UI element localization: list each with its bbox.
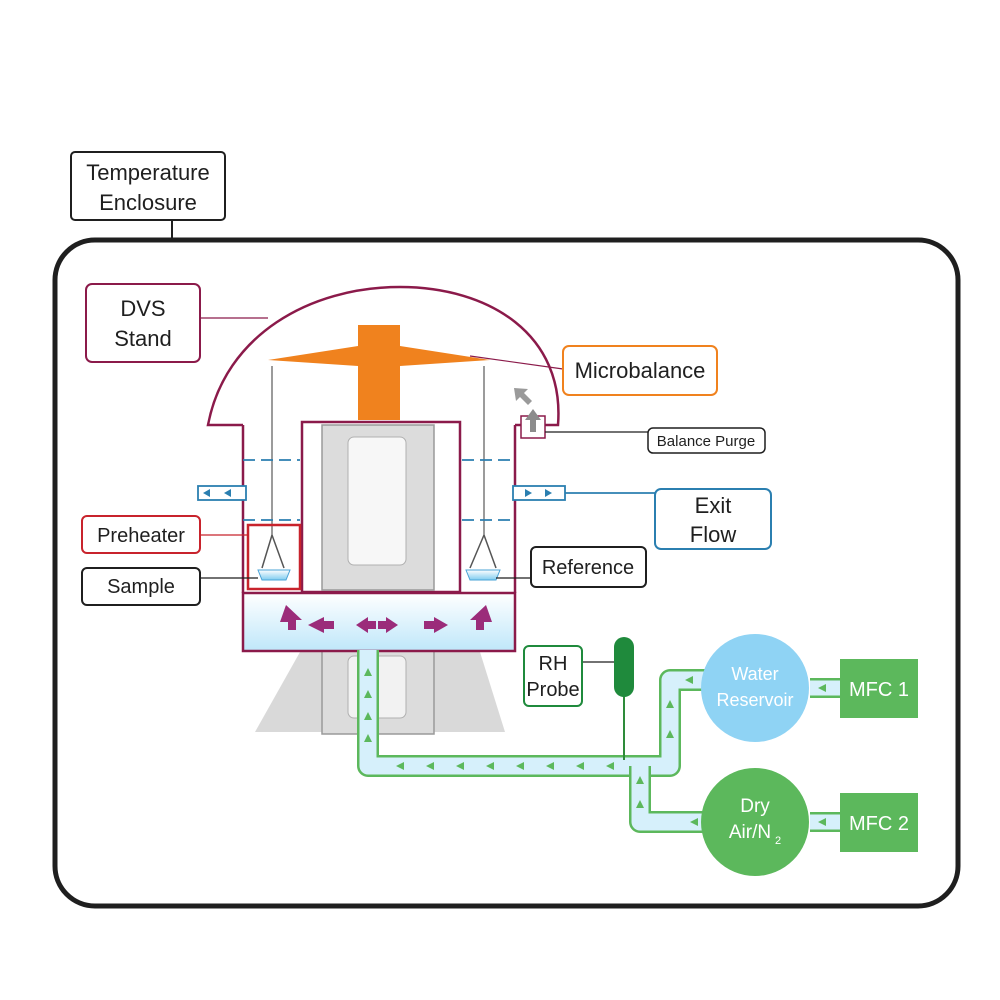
mfc1-label: MFC 1: [849, 679, 909, 701]
chamber-gas-arrows: [280, 605, 492, 633]
dvs-stand-label-box: [85, 283, 201, 363]
balance-purge-diag-arrow: [514, 388, 532, 405]
rh-probe-label-box: [523, 645, 583, 707]
preheater-label: Preheater: [97, 525, 185, 547]
balance-purge-up-arrow: [525, 409, 541, 432]
dry-air-label-line2: Air/N: [729, 822, 771, 843]
rh-probe-body: [614, 637, 634, 697]
microbalance-body: [268, 325, 490, 420]
balance-purge-label: Balance Purge: [657, 433, 755, 450]
reference-label: Reference: [542, 557, 634, 579]
dvs-stand-label-line2: Stand: [114, 326, 172, 351]
temperature-enclosure-label-line2: Enclosure: [99, 190, 197, 215]
sample-pan: [257, 569, 291, 581]
reference-pan-hanger: [469, 534, 497, 569]
temperature-enclosure-label: Temperature: [86, 160, 210, 185]
balance-purge-label-box: [647, 427, 766, 454]
preheater-box: [246, 523, 302, 591]
dry-air-subscript: 2: [775, 835, 781, 847]
water-reservoir-label: Water: [731, 664, 778, 684]
dry-air-source: [701, 768, 809, 876]
exit-flow-label-box: [654, 488, 772, 550]
microbalance-label-box: [562, 345, 718, 396]
mfc2-box: [840, 793, 918, 852]
sample-label-box: [81, 567, 201, 606]
preheater-label-box: [81, 515, 201, 554]
sample-label: Sample: [107, 576, 175, 598]
dvs-stand-label: DVS: [120, 296, 165, 321]
center-column-window: [347, 436, 407, 566]
reference-label-box: [530, 546, 647, 588]
chamber-walls: [241, 520, 517, 593]
temperature-enclosure-outline: [52, 237, 961, 909]
water-reservoir-label-line2: Reservoir: [716, 690, 793, 710]
sample-pan-hanger: [261, 534, 285, 569]
exit-flow-label: Exit: [695, 493, 732, 518]
rh-probe-label: RH: [539, 653, 568, 675]
dvs-stand-dome: [206, 285, 560, 427]
exit-flow-arrows: [203, 489, 552, 497]
rh-probe-label-line2: Probe: [526, 679, 579, 701]
microbalance-connector: [469, 355, 564, 370]
reference-pan: [465, 569, 501, 581]
microbalance-label: Microbalance: [575, 358, 706, 383]
water-reservoir: [701, 634, 809, 742]
gas-line-arrows: [364, 668, 826, 826]
dry-air-label: Dry: [740, 796, 770, 817]
mfc1-box: [840, 659, 918, 718]
temperature-enclosure-label-box: [70, 151, 226, 221]
mfc2-label: MFC 2: [849, 813, 909, 835]
exit-flow-label-line2: Flow: [690, 522, 737, 547]
